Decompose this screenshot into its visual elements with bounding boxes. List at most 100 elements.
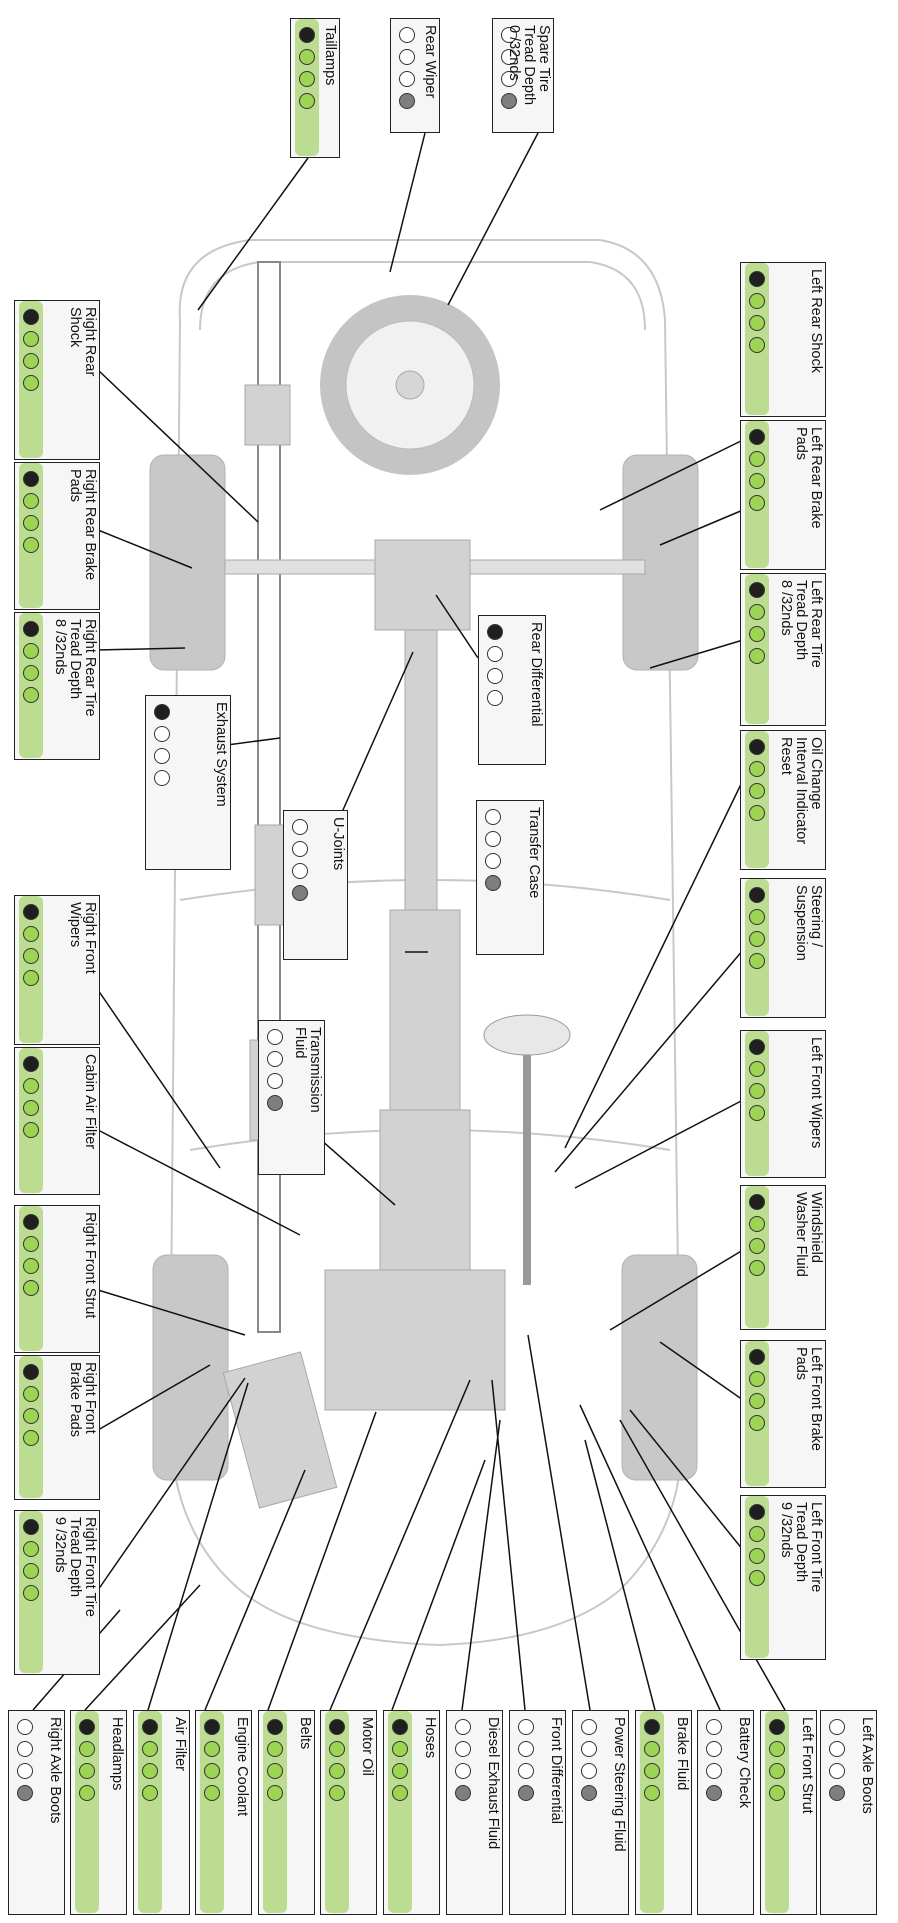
- status-dot-na[interactable]: [749, 648, 765, 664]
- status-dot-red[interactable]: [292, 819, 308, 835]
- status-dot-na[interactable]: [829, 1785, 845, 1801]
- status-dot-green[interactable]: [749, 626, 765, 642]
- status-dot-green[interactable]: [749, 1393, 765, 1409]
- status-dot-yellow[interactable]: [23, 1078, 39, 1094]
- status-dot-na[interactable]: [518, 1785, 534, 1801]
- status-dot-red[interactable]: [749, 582, 765, 598]
- status-dot-yellow[interactable]: [749, 909, 765, 925]
- status-dot-yellow[interactable]: [17, 1741, 33, 1757]
- status-dot-na[interactable]: [23, 970, 39, 986]
- status-dot-yellow[interactable]: [292, 841, 308, 857]
- status-dot-green[interactable]: [23, 1258, 39, 1274]
- status-dot-red[interactable]: [706, 1719, 722, 1735]
- status-dot-na[interactable]: [299, 93, 315, 109]
- status-dot-yellow[interactable]: [329, 1741, 345, 1757]
- status-dot-green[interactable]: [399, 71, 415, 87]
- status-dot-yellow[interactable]: [399, 49, 415, 65]
- status-dot-na[interactable]: [23, 1585, 39, 1601]
- status-dot-green[interactable]: [23, 515, 39, 531]
- status-dot-green[interactable]: [23, 1563, 39, 1579]
- status-dot-yellow[interactable]: [769, 1741, 785, 1757]
- status-dot-na[interactable]: [581, 1785, 597, 1801]
- status-dot-yellow[interactable]: [23, 926, 39, 942]
- status-dot-yellow[interactable]: [829, 1741, 845, 1757]
- status-dot-na[interactable]: [392, 1785, 408, 1801]
- status-dot-red[interactable]: [581, 1719, 597, 1735]
- status-dot-red[interactable]: [23, 1364, 39, 1380]
- status-dot-green[interactable]: [142, 1763, 158, 1779]
- status-dot-yellow[interactable]: [487, 646, 503, 662]
- status-dot-yellow[interactable]: [267, 1051, 283, 1067]
- status-dot-red[interactable]: [23, 1056, 39, 1072]
- status-dot-yellow[interactable]: [581, 1741, 597, 1757]
- status-dot-red[interactable]: [749, 1194, 765, 1210]
- status-dot-green[interactable]: [749, 1548, 765, 1564]
- status-dot-green[interactable]: [329, 1763, 345, 1779]
- status-dot-na[interactable]: [267, 1785, 283, 1801]
- status-dot-na[interactable]: [644, 1785, 660, 1801]
- status-dot-yellow[interactable]: [749, 604, 765, 620]
- status-dot-red[interactable]: [485, 809, 501, 825]
- status-dot-na[interactable]: [749, 495, 765, 511]
- status-dot-green[interactable]: [455, 1763, 471, 1779]
- status-dot-green[interactable]: [23, 1408, 39, 1424]
- status-dot-red[interactable]: [23, 1214, 39, 1230]
- status-dot-na[interactable]: [204, 1785, 220, 1801]
- status-dot-na[interactable]: [749, 953, 765, 969]
- status-dot-red[interactable]: [769, 1719, 785, 1735]
- status-dot-red[interactable]: [23, 621, 39, 637]
- status-dot-yellow[interactable]: [749, 1061, 765, 1077]
- status-dot-yellow[interactable]: [749, 1371, 765, 1387]
- status-dot-red[interactable]: [142, 1719, 158, 1735]
- status-dot-na[interactable]: [487, 690, 503, 706]
- status-dot-yellow[interactable]: [455, 1741, 471, 1757]
- status-dot-red[interactable]: [23, 309, 39, 325]
- status-dot-red[interactable]: [23, 1519, 39, 1535]
- status-dot-yellow[interactable]: [749, 293, 765, 309]
- status-dot-green[interactable]: [23, 353, 39, 369]
- status-dot-yellow[interactable]: [23, 331, 39, 347]
- status-dot-green[interactable]: [392, 1763, 408, 1779]
- status-dot-red[interactable]: [79, 1719, 95, 1735]
- status-dot-na[interactable]: [706, 1785, 722, 1801]
- status-dot-na[interactable]: [399, 93, 415, 109]
- status-dot-red[interactable]: [204, 1719, 220, 1735]
- status-dot-na[interactable]: [142, 1785, 158, 1801]
- status-dot-na[interactable]: [749, 1260, 765, 1276]
- status-dot-red[interactable]: [644, 1719, 660, 1735]
- status-dot-na[interactable]: [267, 1095, 283, 1111]
- status-dot-green[interactable]: [267, 1763, 283, 1779]
- status-dot-na[interactable]: [23, 1122, 39, 1138]
- status-dot-yellow[interactable]: [749, 1526, 765, 1542]
- status-dot-red[interactable]: [749, 429, 765, 445]
- status-dot-yellow[interactable]: [749, 761, 765, 777]
- status-dot-green[interactable]: [749, 473, 765, 489]
- status-dot-red[interactable]: [749, 887, 765, 903]
- status-dot-na[interactable]: [154, 770, 170, 786]
- status-dot-green[interactable]: [79, 1763, 95, 1779]
- status-dot-yellow[interactable]: [23, 1236, 39, 1252]
- status-dot-green[interactable]: [487, 668, 503, 684]
- status-dot-yellow[interactable]: [23, 1541, 39, 1557]
- status-dot-red[interactable]: [518, 1719, 534, 1735]
- status-dot-yellow[interactable]: [749, 451, 765, 467]
- status-dot-na[interactable]: [329, 1785, 345, 1801]
- status-dot-red[interactable]: [749, 1504, 765, 1520]
- status-dot-yellow[interactable]: [142, 1741, 158, 1757]
- status-dot-green[interactable]: [829, 1763, 845, 1779]
- status-dot-na[interactable]: [749, 1570, 765, 1586]
- status-dot-na[interactable]: [17, 1785, 33, 1801]
- status-dot-green[interactable]: [292, 863, 308, 879]
- status-dot-yellow[interactable]: [79, 1741, 95, 1757]
- status-dot-green[interactable]: [749, 931, 765, 947]
- status-dot-yellow[interactable]: [501, 49, 517, 65]
- status-dot-red[interactable]: [749, 271, 765, 287]
- status-dot-yellow[interactable]: [485, 831, 501, 847]
- status-dot-na[interactable]: [23, 1280, 39, 1296]
- status-dot-red[interactable]: [455, 1719, 471, 1735]
- status-dot-red[interactable]: [487, 624, 503, 640]
- status-dot-na[interactable]: [23, 687, 39, 703]
- status-dot-red[interactable]: [749, 1039, 765, 1055]
- status-dot-yellow[interactable]: [299, 49, 315, 65]
- status-dot-green[interactable]: [204, 1763, 220, 1779]
